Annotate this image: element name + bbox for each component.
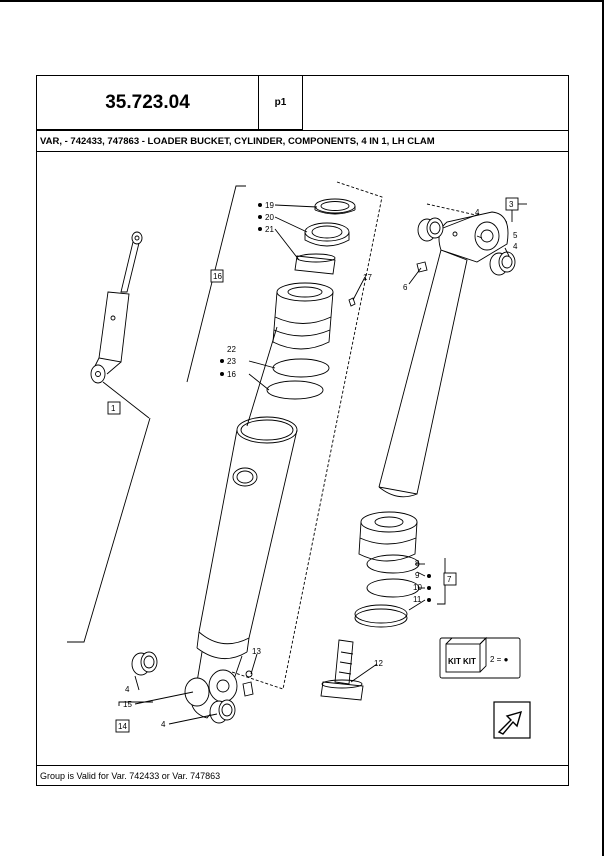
page-top-edge	[0, 0, 604, 2]
callout-1: 1	[111, 404, 116, 413]
callout-20: 20	[265, 213, 274, 222]
bushing-4-lower-right	[209, 699, 236, 724]
callout-9: 9	[415, 571, 420, 580]
callout-box-14	[115, 719, 130, 733]
bracket-line-left	[186, 185, 246, 383]
callout-8: 8	[415, 559, 420, 568]
callout-16-box: 16	[213, 272, 222, 281]
seal-11	[354, 604, 408, 628]
callout-3: 3	[509, 200, 514, 209]
callout-4b: 4	[513, 242, 518, 251]
exploded-parts-diagram: 1 3 4 4 4 4 5 6 7 8 9 10 11 12 13 14 15 …	[37, 152, 568, 765]
bolt-12	[320, 639, 364, 701]
grease-fitting-6	[416, 261, 428, 273]
callout-7: 7	[447, 575, 452, 584]
piston-8	[358, 511, 418, 562]
callout-11: 11	[413, 595, 422, 604]
callout-box-3	[505, 197, 519, 211]
validity-footer: Group is Valid for Var. 742433 or Var. 7…	[37, 765, 568, 785]
grease-fitting-13	[242, 670, 254, 697]
page-title: VAR, - 742433, 747863 - LOADER BUCKET, C…	[37, 130, 568, 152]
kit-legend: KIT KIT 2 = ●	[439, 636, 521, 679]
o-ring-23	[272, 358, 330, 378]
grease-fitting-17	[348, 297, 356, 307]
callout-4a: 4	[475, 208, 480, 217]
callout-19: 19	[265, 201, 274, 210]
rod-eye-5	[438, 211, 509, 263]
wear-ring-10	[366, 578, 420, 598]
kit-label: KIT	[448, 657, 461, 666]
callout-10: 10	[413, 583, 422, 592]
callout-15: 15	[123, 700, 132, 709]
group-code: 35.723.04	[37, 76, 259, 130]
piston-rod	[378, 249, 468, 498]
callout-13: 13	[252, 647, 261, 656]
cylinder-barrel	[196, 416, 298, 659]
cylinder-thumbnail	[90, 231, 143, 384]
callout-box-1	[107, 401, 121, 415]
bushing-21	[294, 253, 336, 275]
callout-4d: 4	[161, 720, 166, 729]
callout-22: 22	[227, 345, 236, 354]
callout-12: 12	[374, 659, 383, 668]
dashed-guide-right	[426, 203, 508, 223]
bushing-4-upper-right	[489, 251, 516, 276]
callout-14: 14	[118, 722, 127, 731]
dashed-guide-left	[231, 181, 383, 690]
wiper-seal-19	[314, 198, 356, 215]
gland-22	[272, 282, 334, 350]
callout-box-16	[210, 269, 224, 283]
seal-9	[366, 554, 420, 574]
document-frame: 35.723.04 p1 VAR, - 742433, 747863 - LOA…	[36, 75, 569, 786]
next-page-arrow-icon[interactable]	[493, 701, 531, 739]
callout-5: 5	[513, 231, 518, 240]
bushing-4-lower-left	[131, 651, 158, 676]
callout-23: 23	[227, 357, 236, 366]
bushing-4-upper-left	[417, 217, 444, 242]
callout-4c: 4	[125, 685, 130, 694]
page-number: p1	[259, 76, 303, 130]
rod-seal-20	[304, 222, 350, 247]
kit-label-2: KIT	[463, 657, 476, 666]
kit-equals: 2 = ●	[490, 655, 509, 664]
callout-16: 16	[227, 370, 236, 379]
callout-17: 17	[363, 273, 372, 282]
leader-line-1	[102, 381, 150, 419]
callout-6: 6	[403, 283, 408, 292]
callout-box-7	[443, 572, 457, 586]
backup-ring-16	[266, 380, 324, 400]
page-right-edge	[602, 0, 604, 856]
bracket-line-lower	[67, 417, 151, 643]
callout-21: 21	[265, 225, 274, 234]
barrel-clevis	[184, 651, 243, 719]
